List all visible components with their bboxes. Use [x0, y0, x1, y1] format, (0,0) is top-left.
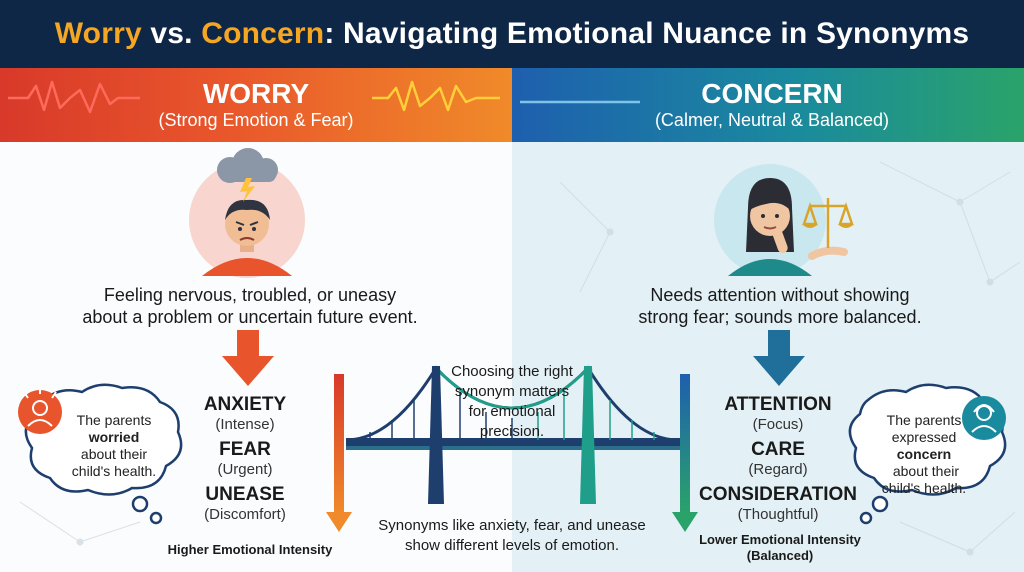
- worry-down-arrow-icon: [222, 330, 274, 386]
- concern-word-1: ATTENTION: [724, 394, 832, 415]
- suspension-bridge-icon: [345, 365, 680, 504]
- heartbeat-line-left-icon: [8, 80, 140, 114]
- header-decorations: [8, 80, 640, 114]
- concern-word-2: CARE: [751, 439, 805, 460]
- title-rest: : Navigating Emotional Nuance in Synonym…: [324, 17, 970, 50]
- concern-example-keyword: concern: [896, 446, 952, 462]
- worry-example-line1: The parents: [76, 412, 152, 428]
- bridge-note: Choosing the right synonym matters for e…: [432, 362, 592, 442]
- worry-header-band: [0, 68, 512, 142]
- lower-intensity-label: Lower Emotional Intensity (Balanced): [680, 532, 880, 564]
- concern-example-line4: child's health.: [881, 480, 967, 496]
- network-background: [19, 161, 1021, 556]
- concern-word-3-note: (Thoughtful): [737, 506, 819, 523]
- worry-thought-cloud: [24, 383, 183, 525]
- concern-word-1-note: (Focus): [752, 416, 804, 433]
- higher-intensity-arrow-icon: [326, 374, 352, 532]
- title-vs: vs.: [141, 17, 202, 50]
- bridge-note-line3: for emotional: [468, 403, 556, 420]
- worry-word-2-note: (Urgent): [217, 461, 273, 478]
- worry-subheading: (Strong Emotion & Fear): [158, 110, 354, 130]
- worried-person-storm-cloud-icon: [189, 148, 305, 278]
- worry-example-line3: about their: [80, 446, 148, 462]
- concern-example-line1: The parents: [886, 412, 962, 428]
- bridge-bottom-line2: show different levels of emotion.: [404, 537, 619, 554]
- bridge-bottom-note: Synonyms like anxiety, fear, and unease …: [360, 516, 664, 556]
- worry-definition-line2: about a problem or uncertain future even…: [82, 307, 418, 327]
- lower-intensity-arrow-icon: [672, 374, 698, 532]
- worry-definition: Feeling nervous, troubled, or uneasy abo…: [40, 284, 460, 328]
- concern-word-3: CONSIDERATION: [699, 484, 857, 505]
- worry-word-1: ANXIETY: [203, 394, 287, 415]
- concern-synonym-list: ATTENTION (Focus) CARE (Regard) CONSIDER…: [698, 394, 858, 523]
- heartbeat-line-mid-icon: [372, 80, 500, 112]
- stressed-person-badge-icon: [18, 388, 62, 434]
- concern-example-line3: about their: [888, 463, 960, 479]
- worry-word-3-note: (Discomfort): [204, 506, 286, 523]
- concern-definition-line2: strong fear; sounds more balanced.: [638, 307, 922, 327]
- bridge-note-line2: synonym matters: [454, 383, 570, 400]
- concern-down-arrow-icon: [753, 330, 805, 386]
- worry-example-sentence: The parents worried about their child's …: [62, 412, 166, 480]
- bridge-note-line1: Choosing the right: [451, 363, 573, 380]
- higher-intensity-label: Higher Emotional Intensity: [167, 542, 333, 557]
- worry-word-2: FEAR: [219, 439, 271, 460]
- concern-definition: Needs attention without showing strong f…: [560, 284, 1000, 328]
- title-bar: [0, 0, 1024, 68]
- worry-example-keyword: worried: [88, 429, 140, 445]
- calm-person-badge-icon: [962, 396, 1006, 440]
- lower-intensity-line2: (Balanced): [746, 548, 814, 563]
- worry-example-line4: child's health.: [71, 463, 157, 479]
- concern-example-sentence: The parents expressed concern about thei…: [866, 412, 982, 497]
- page-title: Worry vs. Concern: Navigating Emotional …: [0, 0, 1024, 68]
- worry-definition-line1: Feeling nervous, troubled, or uneasy: [103, 285, 397, 305]
- bridge-note-line4: precision.: [479, 423, 545, 440]
- worry-word-1-note: (Intense): [215, 416, 275, 433]
- concern-word-2-note: (Regard): [748, 461, 808, 478]
- concern-heading: CONCERN: [701, 78, 843, 109]
- lower-intensity-line1: Lower Emotional Intensity: [699, 532, 861, 547]
- bridge-bottom-line1: Synonyms like anxiety, fear, and unease: [378, 517, 646, 534]
- concern-subheading: (Calmer, Neutral & Balanced): [654, 110, 890, 130]
- worry-word-3: UNEASE: [205, 484, 285, 505]
- title-word-concern: Concern: [201, 17, 325, 50]
- concern-definition-line1: Needs attention without showing: [650, 285, 910, 305]
- worry-synonym-list: ANXIETY (Intense) FEAR (Urgent) UNEASE (…: [180, 394, 310, 523]
- title-word-worry: Worry: [54, 17, 142, 50]
- calm-person-balance-scale-icon: [714, 164, 854, 276]
- concern-header-band: [512, 68, 1024, 142]
- concern-example-line2: expressed: [891, 429, 957, 445]
- worry-heading: WORRY: [202, 78, 310, 109]
